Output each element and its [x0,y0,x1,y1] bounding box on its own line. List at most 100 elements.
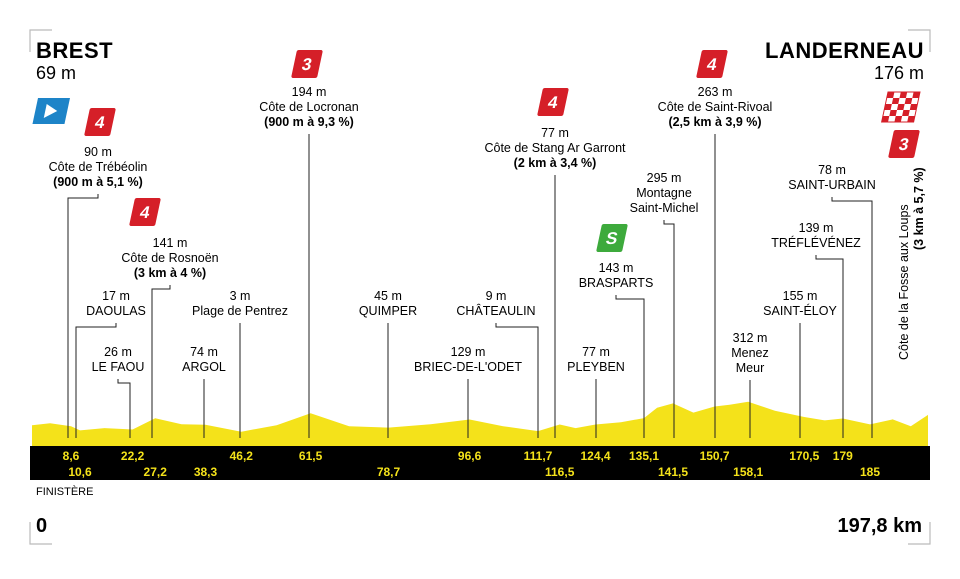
final-climb-badge: 3 [888,130,920,158]
climb-category-badge: 4 [84,108,116,136]
climb-badges: 4 4 3 4S 4 3 [84,50,920,252]
place-label-line: 9 m [486,289,507,303]
place-label-line: 295 m [647,171,682,185]
place-label-line: CHÂTEAULIN [456,303,535,318]
sprint-badge: S [596,224,628,252]
climb-category-badge: 4 [696,50,728,78]
place-label-line: TRÉFLÉVÉNEZ [771,235,861,250]
place-label-line: 139 m [799,221,834,235]
km-marker-17: 179 [833,449,853,463]
km-marker-12: 135,1 [629,449,659,463]
checker-square [912,92,921,98]
climb-category-badge-text: 3 [300,54,314,74]
place-label-line: 3 m [230,289,251,303]
place-label-line: 77 m [582,345,610,359]
place-label-line: 74 m [190,345,218,359]
checker-square [894,116,903,122]
leader-line [615,295,645,438]
place-label-line: Côte de Trébéolin [49,160,148,174]
place-label-line: 263 m [698,85,733,99]
place-label-line: Côte de Locronan [259,100,358,114]
place-label-line: Meur [736,361,764,375]
leader-line [663,220,675,438]
place-label-line: 143 m [599,261,634,275]
place-label-line: SAINT-URBAIN [788,178,876,192]
km-marker-7: 78,7 [377,465,401,479]
region-label: FINISTÈRE [36,485,93,498]
checker-square [884,104,892,110]
checker-square [907,116,915,122]
distance-start: 0 [36,515,47,537]
km-marker-14: 150,7 [700,449,730,463]
km-marker-15: 158,1 [733,465,763,479]
km-marker-2: 22,2 [121,449,145,463]
km-marker-6: 61,5 [299,449,323,463]
final-climb-name: Côte de la Fosse aux Loups [897,204,911,360]
leader-line [831,197,873,438]
checker-square [909,104,918,110]
km-marker-18: 185 [860,465,880,479]
place-label-line: Côte de Saint-Rivoal [658,100,773,114]
distance-total: 197,8 km [837,515,922,537]
place-label-line: SAINT-ÉLOY [763,303,837,318]
place-label-line: 155 m [783,289,818,303]
place-label-line: 17 m [102,289,130,303]
place-label-line: Côte de Stang Ar Garront [484,141,626,155]
leader-line [75,323,117,438]
place-label-line: 77 m [541,126,569,140]
start-city: BREST [36,38,113,63]
km-marker-0: 8,6 [63,449,80,463]
climb-grade-label: (2,5 km à 3,9 %) [668,115,761,129]
frame [29,29,931,545]
km-marker-4: 38,3 [194,465,218,479]
place-label-line: 194 m [292,85,327,99]
place-label-line: 129 m [451,345,486,359]
climb-grade-label: (900 m à 9,3 %) [264,115,354,129]
leader-line [815,255,844,438]
place-label-line: Montagne [636,186,692,200]
km-marker-8: 96,6 [458,449,482,463]
checker-square [891,98,900,104]
sprint-badge-text: S [604,228,620,248]
climb-grade-label: (2 km à 3,4 %) [514,156,597,170]
place-label-line: 78 m [818,163,846,177]
final-climb-grade: (3 km à 5,7 %) [912,167,926,250]
place-label-line: QUIMPER [359,304,417,318]
checker-square [881,116,890,122]
km-marker-9: 111,7 [524,449,553,463]
checker-square [902,110,910,116]
climb-category-badge: 4 [129,198,161,226]
checker-square [899,92,908,98]
start-flag-icon [32,98,70,124]
checker-square [889,110,897,116]
elevation-profile [31,401,929,446]
place-label-line: LE FAOU [92,360,145,374]
place-label-line: DAOULAS [86,304,146,318]
place-label-line: 26 m [104,345,132,359]
leader-line [495,323,539,438]
leader-lines [67,134,873,438]
place-label-line: 141 m [153,236,188,250]
place-label-line: BRASPARTS [579,276,654,290]
leader-line [151,285,171,438]
place-label-line: Saint-Michel [630,201,699,215]
leader-line [67,194,99,438]
place-label-line: 90 m [84,145,112,159]
place-label-line: PLEYBEN [567,360,625,374]
climb-category-badge: 3 [291,50,323,78]
climb-category-badge: 4 [537,88,569,116]
km-marker-5: 46,2 [230,449,254,463]
km-marker-10: 116,5 [545,465,575,479]
place-label-line: 45 m [374,289,402,303]
checker-square [904,98,913,104]
final-climb-badge-text: 3 [897,134,911,154]
km-marker-16: 170,5 [789,449,819,463]
place-label-line: Menez [731,346,769,360]
km-marker-3: 27,2 [144,465,168,479]
leader-line [117,379,131,438]
place-label-line: 312 m [733,331,768,345]
place-label-line: Côte de Rosnoën [121,251,218,265]
finish-flag-icon [881,91,921,123]
